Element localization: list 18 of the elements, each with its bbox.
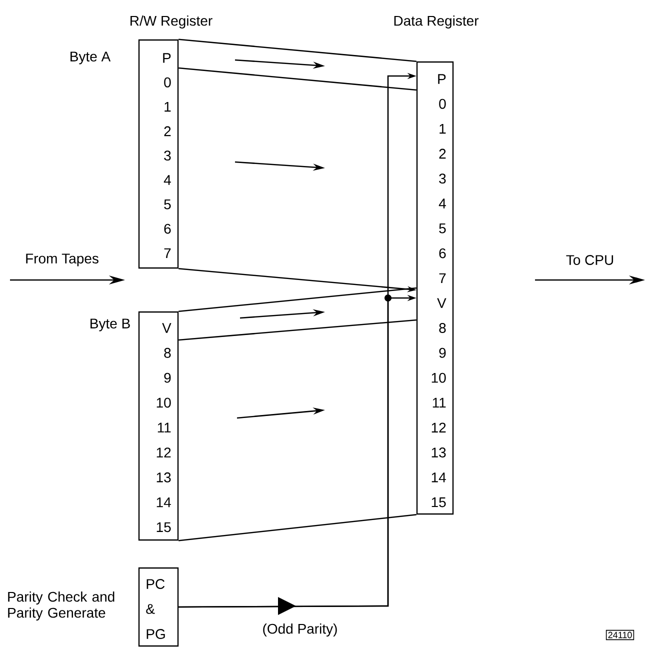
connector [178, 67, 416, 91]
figure-number: 24110 [606, 630, 634, 640]
register-box: P 0 1 2 3 4 5 6 7 [138, 39, 179, 269]
connector [178, 514, 416, 542]
connector [178, 319, 416, 341]
heading: R/W Register [130, 15, 212, 29]
connector [178, 287, 416, 312]
register-caption: Byte A [70, 52, 111, 64]
logic-box: PC & PG [138, 567, 179, 647]
register-caption: Byte B [90, 318, 130, 332]
register-caption: Parity Check and Parity Generate [8, 591, 114, 621]
heading: To CPU [566, 255, 614, 265]
heading: From Tapes [26, 254, 98, 266]
connector [178, 38, 416, 62]
register-box: P 0 1 2 3 4 5 6 7 V 8 9 10 11 12 13 14 15 [416, 61, 454, 515]
heading: Data Register [394, 15, 479, 29]
edge-label: (Odd Parity) [263, 623, 337, 637]
register-box: V 8 9 10 11 12 13 14 15 [138, 311, 179, 541]
